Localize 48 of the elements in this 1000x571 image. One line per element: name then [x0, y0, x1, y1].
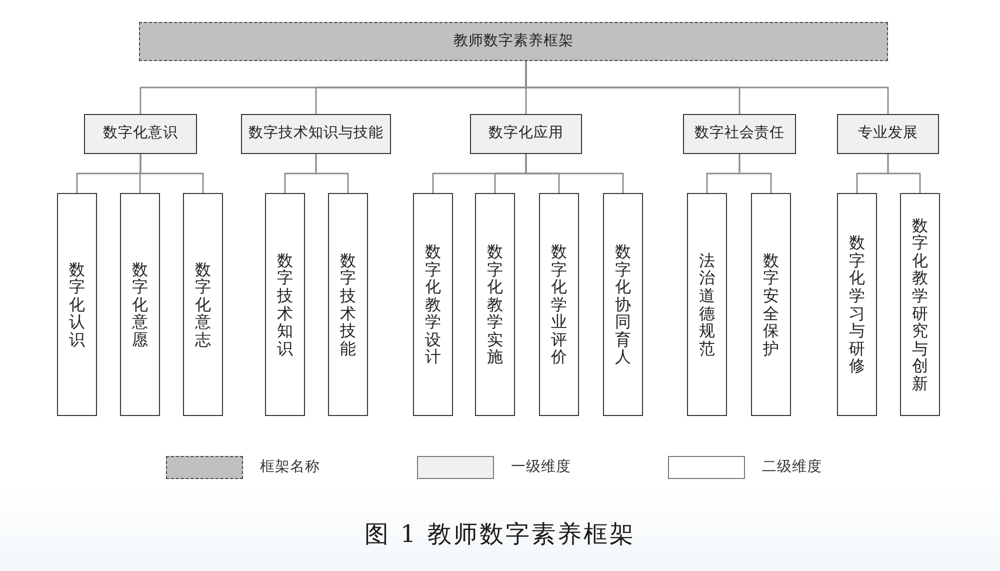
sub-dimension-box: [603, 193, 643, 416]
box-label: 数字技术知识与技能: [248, 125, 384, 143]
connector-line: [315, 154, 349, 193]
box-label: 数字化协同育人: [615, 242, 631, 366]
box-label: 数字化意志: [195, 260, 211, 348]
box-label: 数字技术技能: [340, 252, 356, 358]
box-label: 数字化认识: [69, 260, 85, 348]
sub-dimension-box: [57, 193, 97, 416]
box-label: 数字化教学研究与创新: [912, 216, 928, 392]
box-label: 数字社会责任: [694, 125, 784, 143]
box-label: 教师数字素养框架: [454, 32, 574, 50]
box-label: 数字技术知识: [277, 252, 293, 358]
legend-label: 一级维度: [511, 458, 571, 477]
dimension-box: [470, 114, 582, 154]
dimension-box: [683, 114, 796, 154]
box-label: 数字化教学实施: [487, 242, 503, 366]
box-label: 数字化学习与研修: [849, 234, 865, 375]
figure-caption: 图 1 教师数字素养框架: [364, 520, 636, 548]
box-label: 法治道德规范: [699, 252, 715, 358]
sub-dimension-box: [751, 193, 791, 416]
box-label: 数字化意愿: [132, 260, 148, 348]
sub-dimension-box: [120, 193, 160, 416]
box-label: 数字安全保护: [763, 252, 779, 358]
connector-line: [887, 154, 921, 193]
box-label: 数字化应用: [488, 125, 564, 143]
sub-dimension-box: [183, 193, 223, 416]
connector-line: [525, 61, 889, 114]
sub-dimension-box: [837, 193, 877, 416]
sub-dimension-box: [328, 193, 368, 416]
box-label: 专业发展: [858, 125, 918, 143]
sub-dimension-box: [687, 193, 727, 416]
connector-line: [738, 154, 772, 193]
box-label: 数字化学业评价: [551, 242, 567, 366]
sub-dimension-box: [265, 193, 305, 416]
dimension-box: [241, 114, 391, 154]
connector-line: [140, 154, 204, 193]
legend-label: 框架名称: [260, 458, 320, 477]
sub-dimension-box: [900, 193, 940, 416]
legend-label: 二级维度: [762, 458, 822, 477]
dimension-box: [837, 114, 939, 154]
sub-dimension-box: [413, 193, 453, 416]
connector-line: [525, 154, 624, 193]
dimension-box: [84, 114, 197, 154]
framework-box: [139, 22, 888, 61]
box-label: 数字化意识: [103, 125, 178, 143]
sub-dimension-box: [475, 193, 515, 416]
box-label: 数字化教学设计: [425, 242, 441, 366]
sub-dimension-box: [539, 193, 579, 416]
